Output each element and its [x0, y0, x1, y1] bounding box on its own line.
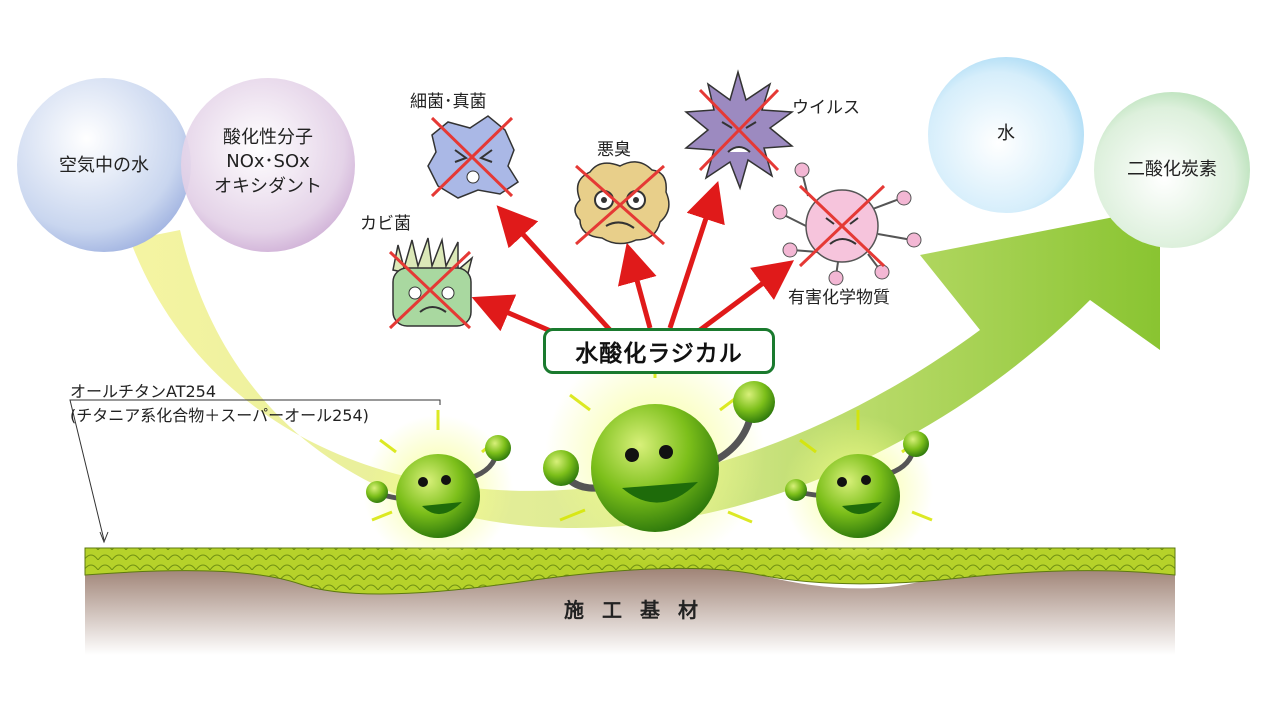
radical-character-left — [366, 435, 511, 538]
chemical-icon — [772, 162, 922, 286]
mold-icon — [388, 237, 474, 330]
substrate — [85, 550, 1175, 655]
radical-character-center — [543, 381, 775, 532]
coating-layer — [84, 547, 1176, 595]
substrate-label: 施工基材 — [564, 598, 716, 622]
hydroxyl-radical-label: 水酸化ラジカル — [543, 328, 775, 374]
coating-composition: (チタニア系化合物＋スーパーオール254) — [70, 406, 369, 425]
water-in-air-circle — [17, 78, 191, 252]
virus-label: ウイルス — [792, 98, 860, 118]
co2-label: 二酸化炭素 — [1127, 159, 1217, 180]
water-label: 水 — [997, 123, 1015, 144]
co2-circle — [1094, 92, 1250, 248]
chemicals-label: 有害化学物質 — [788, 288, 890, 308]
pollutant-title: 酸化性分子 — [223, 127, 313, 148]
bacteria-icon — [427, 115, 520, 199]
coating-leader-line — [69, 399, 441, 541]
arrow-to-bacteria — [496, 205, 612, 332]
bacteria-label: 細菌･真菌 — [410, 92, 487, 112]
radical-character-right — [785, 431, 929, 538]
pollutant-line2: NOx･SOx — [226, 151, 310, 173]
reaction-flow-arrow — [130, 208, 1160, 528]
pollutant-label: 酸化性分子 NOx･SOx オキシダント — [198, 126, 338, 199]
coating-note: オールチタンAT254 (チタニア系化合物＋スーパーオール254) — [70, 380, 369, 428]
odor-icon — [574, 161, 670, 246]
arrow-to-odor — [617, 242, 657, 329]
water-in-air-label: 空気中の水 — [59, 155, 149, 176]
arrow-to-virus — [667, 180, 725, 329]
odor-label: 悪臭 — [597, 140, 631, 160]
coating-name: オールチタンAT254 — [70, 382, 217, 401]
arrow-to-chemicals — [698, 260, 795, 333]
virus-icon — [684, 69, 795, 191]
pollutant-line3: オキシダント — [214, 175, 322, 197]
pollutant-circle — [181, 78, 355, 252]
mold-label: カビ菌 — [360, 214, 411, 234]
attack-arrows — [471, 180, 795, 338]
water-circle — [928, 57, 1084, 213]
